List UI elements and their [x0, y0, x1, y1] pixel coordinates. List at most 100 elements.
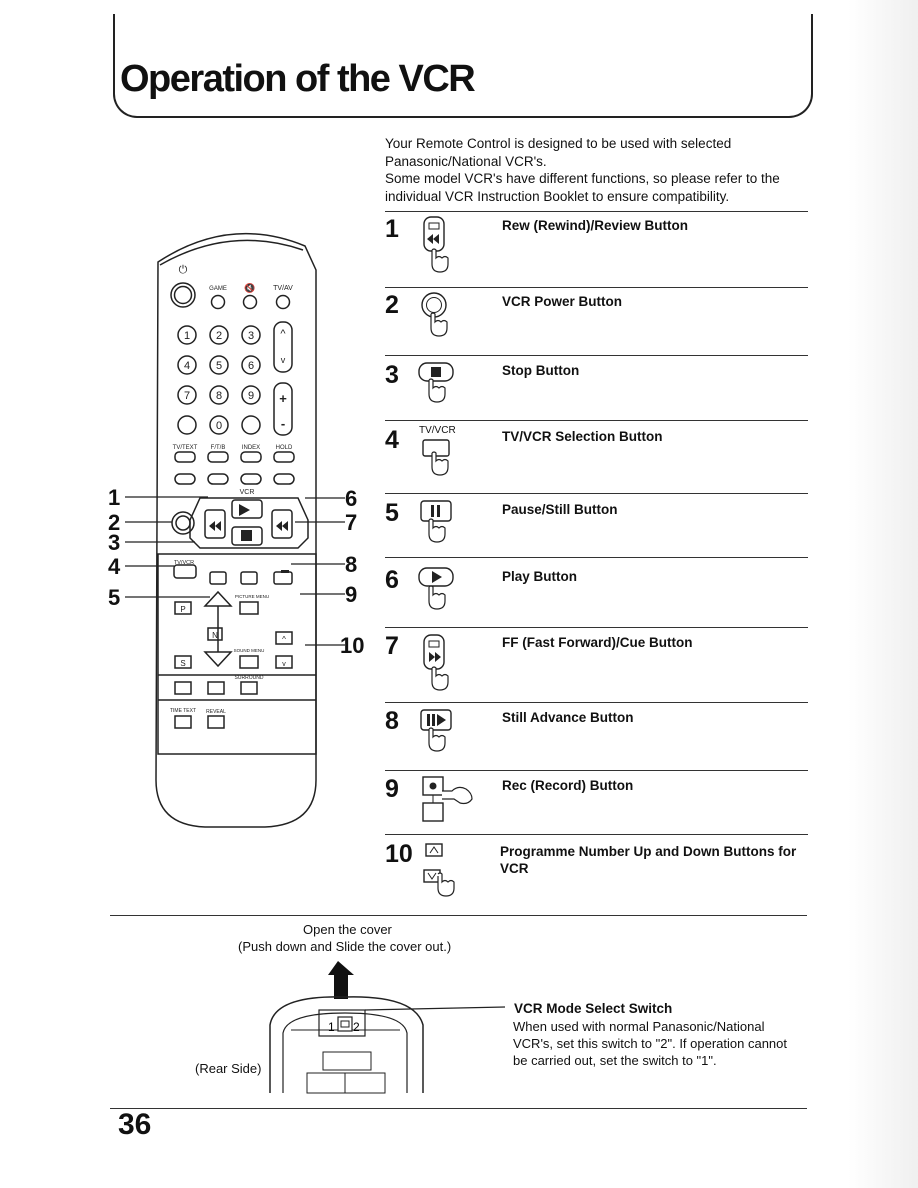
- digit-2: 2: [216, 330, 222, 342]
- digit-1: 1: [184, 330, 190, 342]
- svg-text:v: v: [282, 661, 286, 668]
- p-label: P: [180, 605, 185, 614]
- fast-forward-button-icon: [423, 634, 449, 691]
- hold-label: HOLD: [276, 445, 293, 451]
- digit-6: 6: [248, 360, 254, 372]
- callout-3: 3: [108, 530, 120, 555]
- open-cover-line2: (Push down and Slide the cover out.): [238, 939, 452, 954]
- digit-3: 3: [248, 330, 254, 342]
- item-1-number: 1: [385, 215, 399, 243]
- divider: [385, 420, 808, 421]
- tvvcr-small-label: TV/VCR: [174, 560, 194, 566]
- callout-10: 10: [340, 633, 364, 658]
- digit-7: 7: [184, 390, 190, 402]
- item-1-label: Rew (Rewind)/Review Button: [502, 218, 689, 233]
- divider: [385, 493, 808, 494]
- item-6-number: 6: [385, 566, 399, 594]
- item-9-label: Rec (Record) Button: [502, 778, 634, 793]
- digit-9: 9: [248, 390, 254, 402]
- callout-2: 2: [108, 510, 120, 535]
- svg-text:^: ^: [282, 635, 286, 644]
- svg-text:+: +: [279, 391, 287, 406]
- item-4-number: 4: [385, 426, 399, 454]
- divider: [385, 627, 808, 628]
- list-top-divider: [385, 211, 808, 212]
- remote-control-illustration: ⏻ GAME 🔇 TV/AV 1 2 3 4 5 6 7 8 9 0 ^ v + -…: [108, 232, 364, 828]
- stop-button-icon: [418, 362, 454, 403]
- pause-button-icon: [420, 500, 452, 543]
- tvtext-label: TV/TEXT: [173, 445, 198, 451]
- switch-2-label: 2: [353, 1020, 360, 1034]
- switch-1-label: 1: [328, 1020, 335, 1034]
- mute-label: 🔇: [244, 282, 255, 293]
- divider: [385, 355, 808, 356]
- rear-side-illustration: 1 2: [269, 961, 506, 1094]
- digit-5: 5: [216, 360, 222, 372]
- index-label: INDEX: [242, 445, 260, 451]
- item-5-number: 5: [385, 499, 399, 527]
- surround-label: SURROUND: [235, 675, 264, 681]
- callout-6: 6: [345, 486, 357, 511]
- item-7-label: FF (Fast Forward)/Cue Button: [502, 635, 693, 650]
- vcr-power-button-icon: [421, 292, 448, 337]
- digit-8: 8: [216, 390, 222, 402]
- callout-4: 4: [108, 554, 121, 579]
- page-title: Operation of the VCR: [120, 58, 476, 100]
- n-label: N: [212, 631, 218, 640]
- footer-divider: [110, 1108, 807, 1109]
- svg-text:v: v: [281, 355, 286, 365]
- item-8-label: Still Advance Button: [502, 710, 634, 725]
- tvvcr-icon-label: TV/VCR: [419, 425, 456, 436]
- intro-text: Your Remote Control is designed to be us…: [385, 135, 815, 205]
- sound-menu-label: SOUND MENU: [234, 648, 265, 653]
- time-text-label: TIME TEXT: [170, 708, 196, 714]
- callout-8: 8: [345, 552, 357, 577]
- programme-up-down-icon: [423, 843, 455, 897]
- power-symbol: ⏻: [179, 264, 188, 276]
- s-label: S: [180, 659, 185, 668]
- item-6-label: Play Button: [502, 569, 578, 584]
- intro-paragraph-1: Your Remote Control is designed to be us…: [385, 136, 732, 169]
- callout-5: 5: [108, 585, 120, 610]
- section-divider: [110, 915, 807, 916]
- digit-4: 4: [184, 360, 190, 372]
- item-2-label: VCR Power Button: [502, 294, 622, 309]
- item-10-number: 10: [385, 840, 413, 868]
- callout-1: 1: [108, 485, 120, 510]
- reveal-label: REVEAL: [206, 709, 226, 715]
- divider: [385, 557, 808, 558]
- game-label: GAME: [209, 286, 227, 292]
- fpb-label: F/T/B: [211, 445, 226, 451]
- record-button-icon: [422, 776, 473, 822]
- vcr-label: VCR: [240, 489, 255, 496]
- divider: [385, 287, 808, 288]
- digit-0: 0: [216, 420, 222, 432]
- item-9-number: 9: [385, 775, 399, 803]
- open-cover-line1: Open the cover: [303, 922, 392, 937]
- divider: [385, 702, 808, 703]
- callout-9: 9: [345, 582, 357, 607]
- switch-title: VCR Mode Select Switch: [514, 1001, 673, 1016]
- tvav-label: TV/AV: [273, 285, 293, 292]
- item-10-label: Programme Number Up and Down Buttons for…: [500, 844, 797, 876]
- item-4-label: TV/VCR Selection Button: [502, 429, 663, 444]
- item-5-label: Pause/Still Button: [502, 502, 618, 517]
- item-7-number: 7: [385, 632, 399, 660]
- item-2-number: 2: [385, 291, 399, 319]
- intro-paragraph-2: Some model VCR's have different function…: [385, 171, 780, 204]
- svg-text:^: ^: [280, 328, 286, 340]
- still-advance-button-icon: [420, 709, 452, 752]
- callout-7: 7: [345, 510, 357, 535]
- page-number: 36: [118, 1108, 152, 1141]
- switch-description: When used with normal Panasonic/National…: [513, 1019, 788, 1068]
- divider: [385, 834, 808, 835]
- tvvcr-button-icon: [422, 439, 450, 476]
- item-8-number: 8: [385, 707, 399, 735]
- scan-edge-shading: [848, 0, 918, 1188]
- item-3-number: 3: [385, 361, 399, 389]
- title-frame: [113, 14, 813, 118]
- play-button-icon: [418, 567, 454, 610]
- svg-text:-: -: [281, 416, 285, 431]
- picture-menu-label: PICTURE MENU: [235, 594, 269, 599]
- rear-side-label: (Rear Side): [195, 1061, 262, 1076]
